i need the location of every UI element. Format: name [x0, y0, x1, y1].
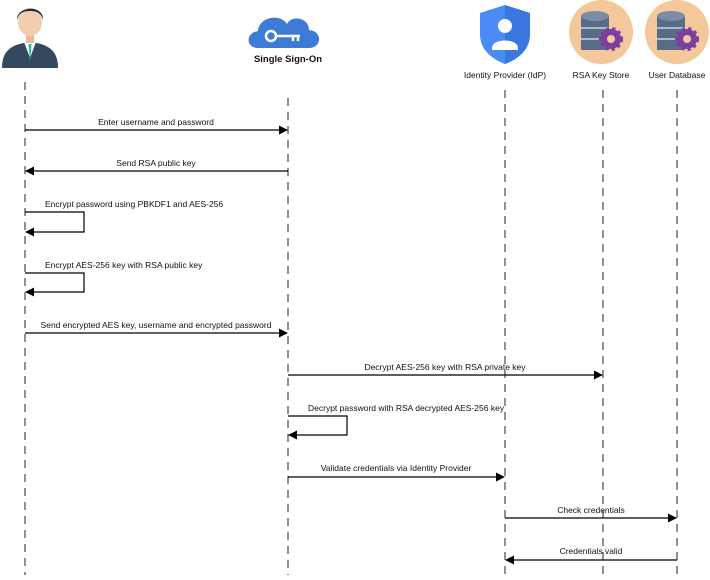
participant-label-userdb: User Database	[649, 70, 706, 80]
message-label: Send RSA public key	[116, 158, 196, 168]
message-label: Encrypt AES-256 key with RSA public key	[45, 260, 203, 270]
message-label: Decrypt password with RSA decrypted AES-…	[308, 403, 505, 413]
self-message-arrow	[25, 272, 85, 297]
participant-label-rsa: RSA Key Store	[573, 70, 630, 80]
message-label: Encrypt password using PBKDF1 and AES-25…	[45, 199, 223, 209]
participant-label-idp: Identity Provider (IdP)	[464, 70, 546, 80]
message-label: Validate credentials via Identity Provid…	[321, 463, 472, 473]
participant-label-sso: Single Sign-On	[254, 54, 322, 65]
message-label: Decrypt AES-256 key with RSA private key	[364, 362, 526, 372]
database-gear-icon	[645, 0, 709, 64]
user-avatar-icon	[2, 8, 58, 68]
self-message-arrow	[288, 415, 348, 440]
message-label: Credentials valid	[560, 546, 623, 556]
message-label: Enter username and password	[98, 117, 214, 127]
database-gear-icon	[569, 0, 633, 64]
shield-user-icon	[480, 5, 530, 64]
message-label: Send encrypted AES key, username and enc…	[41, 320, 272, 330]
cloud-key-icon	[248, 17, 320, 48]
message-label: Check credentials	[557, 505, 625, 515]
self-message-arrow	[25, 211, 85, 237]
